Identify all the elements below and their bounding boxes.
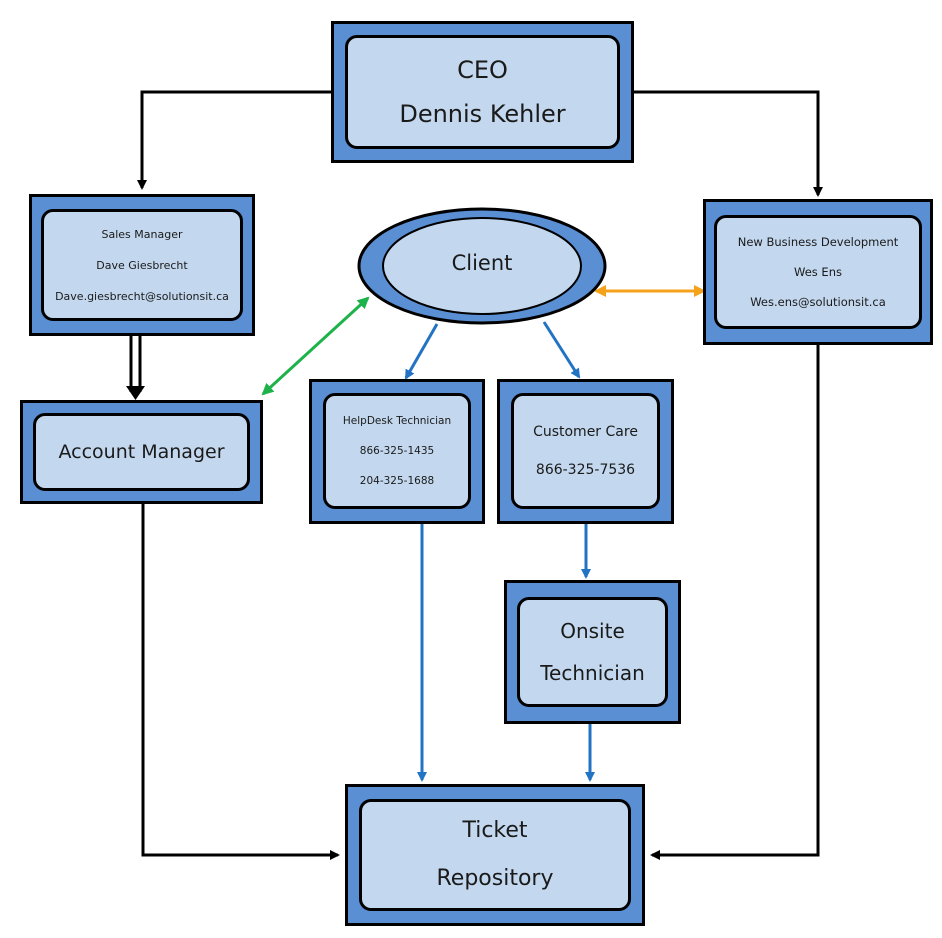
helpdesk-node: HelpDesk Technician 866-325-1435 204-325… — [309, 379, 485, 524]
new-business-title: New Business Development — [737, 235, 899, 249]
account-client-link — [261, 296, 370, 396]
account-manager-card: Account Manager — [33, 413, 250, 491]
sales-manager-name: Dave Giesbrecht — [96, 258, 188, 272]
ceo-card: CEO Dennis Kehler — [345, 35, 620, 149]
newbiz-to-ticket-arrow — [650, 344, 820, 860]
ticket-repository-card: Ticket Repository — [359, 799, 631, 911]
customer-care-phone: 866-325-7536 — [535, 462, 636, 478]
onsite-technician-line-2: Technician — [540, 661, 645, 685]
new-business-email: Wes.ens@solutionsit.ca — [750, 295, 886, 309]
account-manager-node: Account Manager — [20, 400, 263, 504]
ceo-name: Dennis Kehler — [399, 100, 566, 128]
account-to-ticket-arrow — [141, 504, 340, 860]
client-to-helpdesk-arrow — [404, 323, 439, 380]
new-business-node: New Business Development Wes Ens Wes.ens… — [703, 199, 933, 345]
sales-manager-card: Sales Manager Dave Giesbrecht Dave.giesb… — [41, 209, 243, 321]
onsite-technician-line-1: Onsite — [560, 619, 625, 643]
sales-manager-title: Sales Manager — [101, 227, 183, 241]
customer-care-card: Customer Care 866-325-7536 — [511, 393, 660, 509]
ceo-to-newbiz-arrow — [632, 90, 823, 197]
sales-manager-email: Dave.giesbrecht@solutionsit.ca — [55, 289, 229, 303]
new-business-card: New Business Development Wes Ens Wes.ens… — [714, 215, 922, 329]
helpdesk-card: HelpDesk Technician 866-325-1435 204-325… — [323, 393, 471, 509]
helpdesk-title: HelpDesk Technician — [342, 415, 452, 427]
sales-manager-node: Sales Manager Dave Giesbrecht Dave.giesb… — [29, 194, 255, 336]
ceo-title: CEO — [457, 56, 508, 84]
client-label: Client — [451, 251, 513, 275]
client-to-care-arrow — [542, 321, 581, 379]
sales-to-account-arrow — [126, 336, 145, 400]
account-manager-label: Account Manager — [58, 441, 225, 463]
helpdesk-phone-2: 204-325-1688 — [359, 475, 435, 487]
new-business-name: Wes Ens — [794, 265, 842, 279]
ticket-repository-line-2: Repository — [436, 866, 554, 891]
ceo-to-sales-arrow — [137, 90, 333, 190]
onsite-technician-card: Onsite Technician — [517, 597, 668, 707]
ticket-repository-node: Ticket Repository — [345, 784, 645, 926]
helpdesk-phone-1: 866-325-1435 — [359, 445, 435, 457]
customer-care-title: Customer Care — [533, 424, 638, 440]
ticket-repository-line-1: Ticket — [462, 818, 528, 843]
onsite-technician-node: Onsite Technician — [504, 580, 681, 724]
client-node — [357, 207, 607, 325]
customer-care-node: Customer Care 866-325-7536 — [497, 379, 674, 524]
ceo-node: CEO Dennis Kehler — [331, 21, 634, 163]
